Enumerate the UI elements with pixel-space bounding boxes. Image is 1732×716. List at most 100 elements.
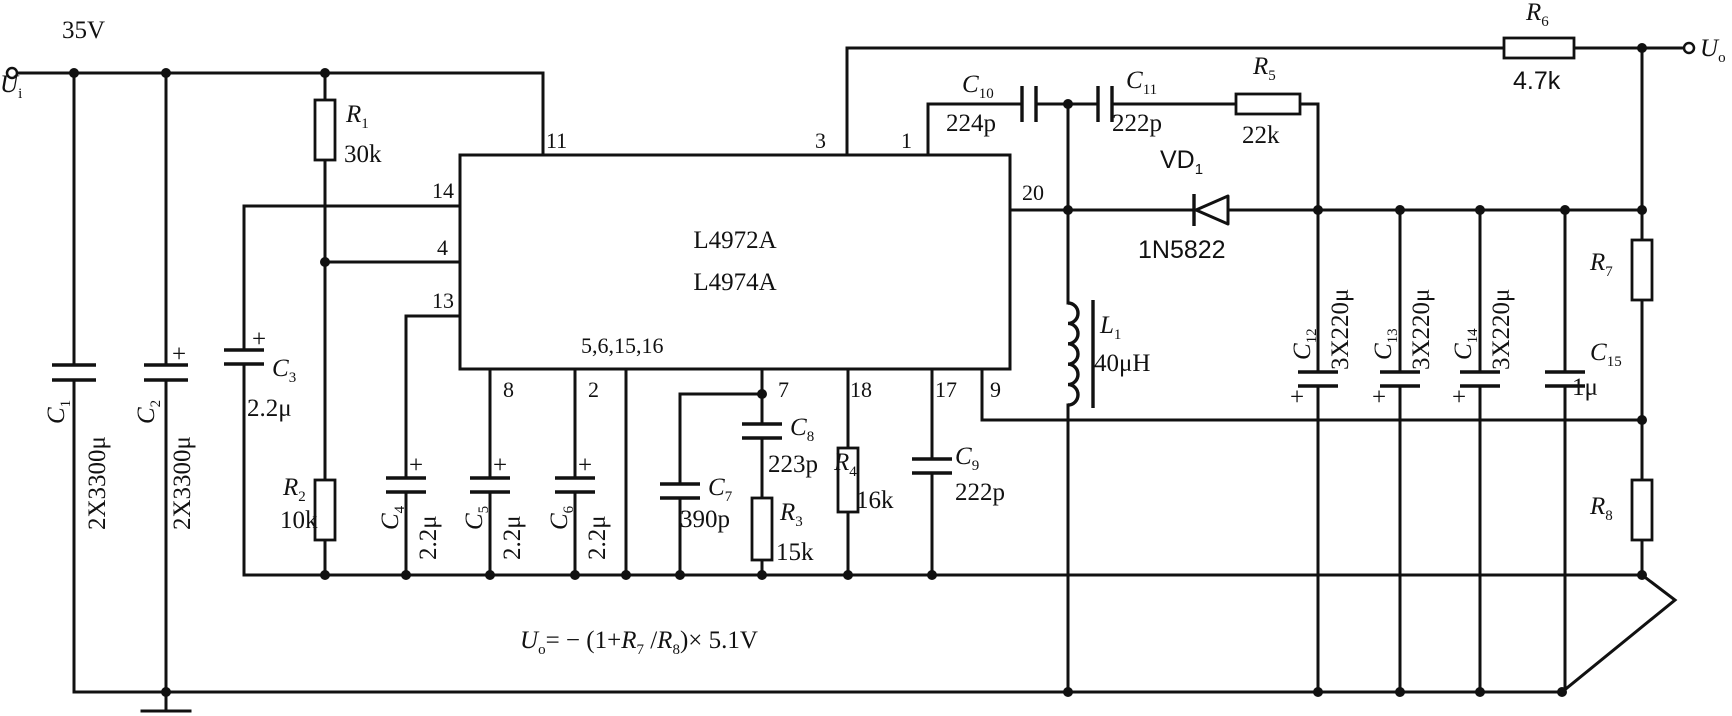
c8-value: 223p: [768, 451, 818, 478]
r3-value: 15k: [776, 539, 814, 566]
c11-label: C11: [1126, 67, 1157, 98]
polarity-c14: +: [1452, 384, 1466, 411]
polarity-c6: +: [578, 452, 592, 479]
capacitor-c12: [1298, 370, 1338, 388]
c2-label: C2: [133, 400, 164, 424]
c5-label: C5: [461, 506, 492, 530]
resistor-r5: [1234, 92, 1302, 116]
c7-label: C7: [708, 474, 733, 505]
pin-9: 9: [990, 377, 1001, 402]
input-terminal: [5, 66, 19, 80]
supply-voltage: 35V: [62, 17, 105, 44]
r4-label: R4: [833, 449, 857, 480]
r2-value: 10k: [280, 507, 318, 534]
polarity-c2: +: [172, 341, 186, 368]
resistor-r4: [836, 446, 860, 514]
capacitor-c8: [742, 422, 782, 440]
pin-2: 2: [588, 377, 599, 402]
l1-value: 40μH: [1094, 350, 1150, 377]
resistor-r3: [750, 496, 774, 562]
c10-value: 224p: [946, 110, 996, 137]
capacitor-c3: [224, 348, 264, 366]
c15-label: C15: [1590, 339, 1622, 370]
vd1-label: VD1: [1160, 146, 1203, 178]
polarity-c13: +: [1372, 384, 1386, 411]
capacitor-c2: [144, 363, 188, 382]
r1-label: R1: [345, 101, 369, 132]
r7-label: R7: [1589, 249, 1613, 280]
c15-value: 1μ: [1572, 374, 1598, 401]
c1-label: C1: [43, 400, 74, 424]
capacitor-c13: [1380, 370, 1420, 388]
resistor-r8: [1630, 478, 1654, 542]
junction-dots: [69, 43, 1647, 697]
capacitor-c14: [1460, 370, 1500, 388]
c9-value: 222p: [955, 479, 1005, 506]
ic-l4972a: L4972A L4974A 11 3 1 14 4 13 20 8 2 5,6,…: [432, 128, 1044, 402]
pin-7: 7: [778, 377, 789, 402]
capacitor-c15: [1545, 370, 1585, 388]
c3-value: 2.2μ: [247, 395, 292, 422]
resistor-r2: [313, 478, 337, 542]
ic-name-2: L4974A: [693, 269, 776, 296]
r6-label: R6: [1525, 0, 1549, 30]
r2-label: R2: [282, 474, 306, 505]
inductor-l1: [1067, 300, 1095, 408]
c6-value: 2.2μ: [584, 515, 611, 560]
vd1-value: 1N5822: [1138, 236, 1226, 264]
c12-label: C12: [1289, 328, 1320, 360]
output-formula: Uo= − (1+R7 /R8)× 5.1V: [520, 627, 758, 658]
capacitor-c7: [660, 482, 700, 500]
c8-label: C8: [790, 414, 814, 445]
resistor-r6: [1502, 36, 1576, 60]
c11-value: 222p: [1112, 110, 1162, 137]
polarity-c4: +: [409, 452, 423, 479]
pin-gnd-group: 5,6,15,16: [581, 333, 664, 358]
pin-18: 18: [850, 377, 872, 402]
c7-value: 390p: [680, 506, 730, 533]
terminals: [5, 41, 1696, 80]
pin-20: 20: [1022, 180, 1044, 205]
capacitor-c1: [52, 363, 96, 382]
r8-label: R8: [1589, 493, 1613, 524]
polarity-c12: +: [1290, 384, 1304, 411]
polarity-c5: +: [493, 452, 507, 479]
c10-label: C10: [962, 71, 994, 102]
capacitor-c9: [912, 457, 952, 475]
l1-label: L1: [1099, 312, 1121, 343]
resistor-r7: [1630, 238, 1654, 302]
c4-label: C4: [377, 505, 408, 530]
pin-13: 13: [432, 288, 454, 313]
c2-value: 2X3300μ: [169, 436, 196, 530]
resistor-r1: [313, 98, 337, 162]
labels: 35V Ui Uo R1 30k R2 10k C3 2.2μ C1 2X330…: [0, 0, 1726, 658]
pin-1: 1: [901, 128, 912, 153]
capacitor-c6: [555, 476, 595, 494]
pin-4: 4: [437, 235, 448, 260]
c13-label: C13: [1370, 328, 1401, 360]
r1-value: 30k: [344, 141, 382, 168]
resistors: [313, 36, 1654, 562]
pin-11: 11: [546, 128, 567, 153]
c14-value: 3X220μ: [1488, 289, 1515, 370]
capacitor-c11: [1096, 86, 1114, 122]
polarity-c3: +: [252, 326, 266, 353]
c1-value: 2X3300μ: [84, 436, 111, 530]
capacitor-c5: [470, 476, 510, 494]
c9-label: C9: [955, 443, 979, 474]
c13-value: 3X220μ: [1408, 289, 1435, 370]
pin-3: 3: [815, 128, 826, 153]
diode-vd1: [1182, 194, 1230, 226]
c4-value: 2.2μ: [415, 515, 442, 560]
c12-value: 3X220μ: [1327, 289, 1354, 370]
capacitors: + + + + + + + +: [52, 86, 1585, 500]
c6-label: C6: [546, 505, 577, 530]
ic-name-1: L4972A: [693, 227, 776, 254]
pin-14: 14: [432, 178, 454, 203]
r3-label: R3: [779, 499, 803, 530]
capacitor-c4: [386, 476, 426, 494]
output-label: Uo: [1700, 35, 1726, 66]
input-label: Ui: [0, 71, 22, 102]
r6-value: 4.7k: [1513, 67, 1561, 95]
pin-17: 17: [935, 377, 957, 402]
